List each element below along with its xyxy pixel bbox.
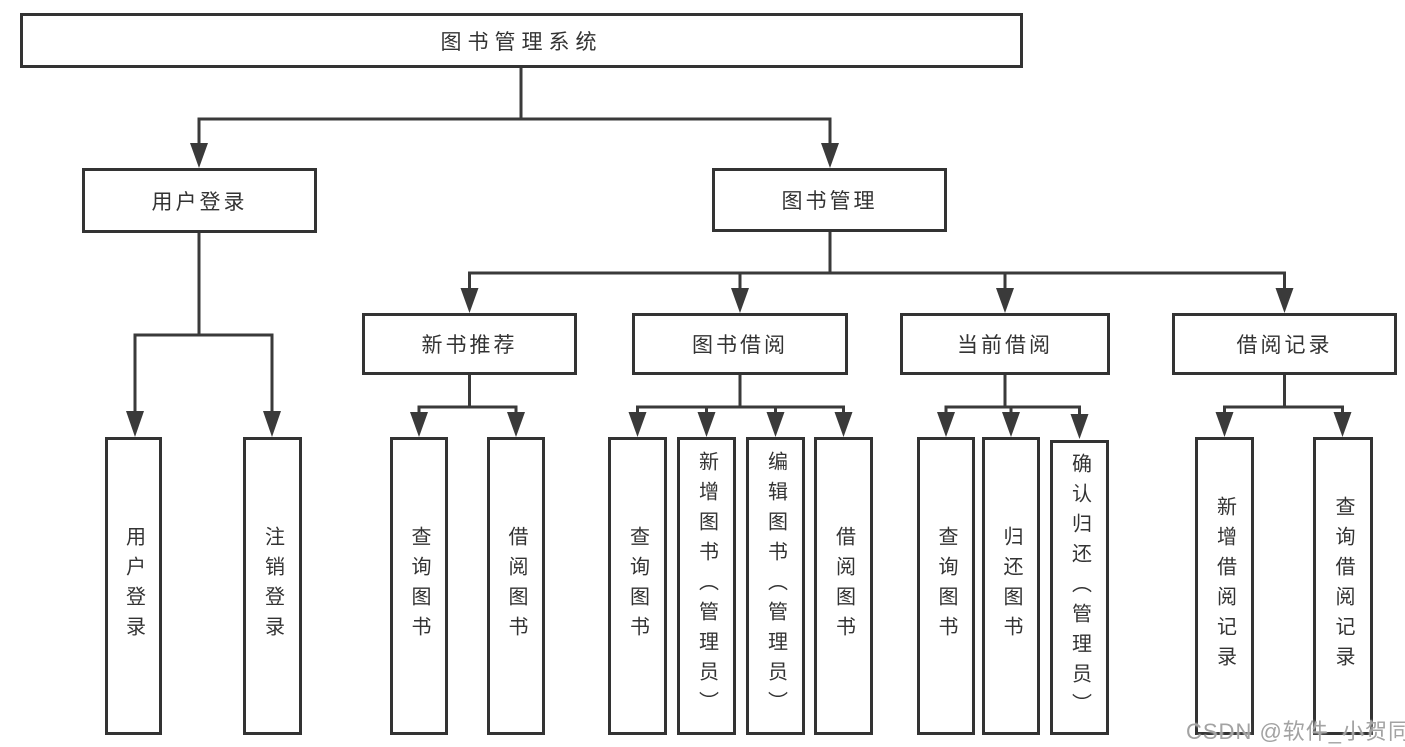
node-leaf-borrow-books-1-label: 借阅图书 bbox=[505, 526, 527, 646]
node-leaf-query-borrow-record: 查询借阅记录 bbox=[1313, 437, 1373, 735]
node-leaf-query-books-2-label: 查询图书 bbox=[626, 526, 649, 646]
node-leaf-add-borrow-record-label: 新增借阅记录 bbox=[1213, 496, 1236, 676]
node-leaf-edit-books-admin-label: 编辑图书（管理员） bbox=[764, 451, 787, 721]
node-borrow-records: 借阅记录 bbox=[1172, 313, 1397, 375]
node-leaf-add-books-admin-label: 新增图书（管理员） bbox=[695, 451, 718, 721]
node-leaf-return-books-label: 归还图书 bbox=[1000, 526, 1022, 646]
node-book-mgmt-label: 图书管理 bbox=[781, 190, 878, 213]
node-leaf-query-books-3-label: 查询图书 bbox=[935, 526, 957, 646]
node-leaf-query-books-1: 查询图书 bbox=[390, 437, 448, 735]
node-leaf-borrow-books-1: 借阅图书 bbox=[487, 437, 545, 735]
node-leaf-query-borrow-record-label: 查询借阅记录 bbox=[1332, 496, 1354, 676]
node-leaf-add-books-admin: 新增图书（管理员） bbox=[677, 437, 736, 735]
node-leaf-query-books-1-label: 查询图书 bbox=[408, 526, 430, 646]
node-leaf-edit-books-admin: 编辑图书（管理员） bbox=[746, 437, 805, 735]
node-current-borrow-label: 当前借阅 bbox=[957, 334, 1053, 357]
node-leaf-user-login: 用户登录 bbox=[105, 437, 162, 735]
node-leaf-return-books: 归还图书 bbox=[982, 437, 1040, 735]
node-leaf-logout-label: 注销登录 bbox=[261, 526, 284, 646]
node-leaf-add-borrow-record: 新增借阅记录 bbox=[1195, 437, 1254, 735]
node-leaf-confirm-return-admin: 确认归还（管理员） bbox=[1050, 440, 1109, 735]
node-root-label: 图书管理系统 bbox=[440, 30, 603, 54]
node-leaf-borrow-books-2: 借阅图书 bbox=[814, 437, 873, 735]
node-leaf-borrow-books-2-label: 借阅图书 bbox=[832, 526, 855, 646]
node-book-borrow-label: 图书借阅 bbox=[692, 334, 788, 357]
node-user-login: 用户登录 bbox=[82, 168, 317, 233]
node-leaf-logout: 注销登录 bbox=[243, 437, 302, 735]
node-book-mgmt: 图书管理 bbox=[712, 168, 947, 232]
node-root: 图书管理系统 bbox=[20, 13, 1023, 68]
node-leaf-query-books-3: 查询图书 bbox=[917, 437, 975, 735]
node-leaf-confirm-return-admin-label: 确认归还（管理员） bbox=[1068, 452, 1091, 723]
node-user-login-label: 用户登录 bbox=[151, 190, 248, 214]
node-new-book-rec: 新书推荐 bbox=[362, 313, 577, 375]
node-borrow-records-label: 借阅记录 bbox=[1236, 334, 1333, 357]
node-leaf-user-login-label: 用户登录 bbox=[122, 526, 145, 646]
node-book-borrow: 图书借阅 bbox=[632, 313, 848, 375]
node-current-borrow: 当前借阅 bbox=[900, 313, 1110, 375]
node-leaf-query-books-2: 查询图书 bbox=[608, 437, 667, 735]
node-new-book-rec-label: 新书推荐 bbox=[421, 334, 518, 357]
